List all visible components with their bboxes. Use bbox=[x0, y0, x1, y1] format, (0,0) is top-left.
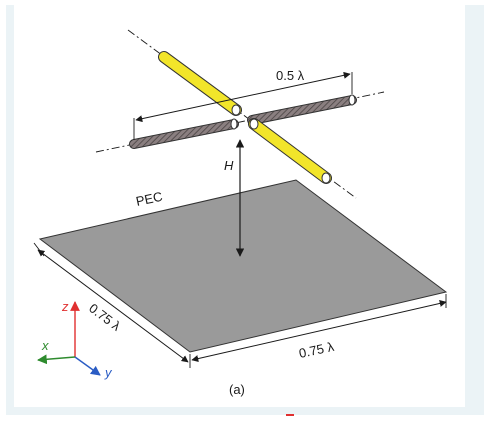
height-label: H bbox=[224, 158, 234, 173]
y-axis-label: y bbox=[104, 365, 113, 380]
subfigure-caption: (a) bbox=[229, 382, 245, 397]
x-axis-label: x bbox=[41, 338, 49, 353]
parasitic-dipole bbox=[129, 94, 357, 149]
red-tick-mark bbox=[286, 414, 294, 416]
dipole-length-label: 0.5 λ bbox=[276, 68, 305, 83]
coordinate-axes: z x y bbox=[37, 299, 113, 380]
plane-width-label: 0.75 λ bbox=[298, 339, 336, 361]
plane-width-dimension bbox=[189, 294, 447, 368]
pec-ground-plane bbox=[38, 179, 448, 353]
dipole-length-dimension bbox=[133, 71, 353, 140]
z-axis-label: z bbox=[61, 299, 69, 314]
plane-depth-dimension bbox=[33, 242, 189, 363]
plane-depth-label: 0.75 λ bbox=[86, 300, 124, 334]
ground-label: PEC bbox=[135, 189, 164, 209]
